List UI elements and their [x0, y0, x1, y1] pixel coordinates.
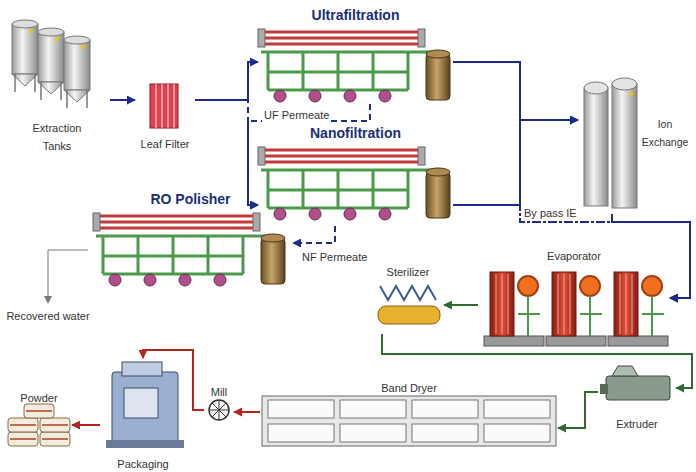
flow-line	[195, 62, 258, 100]
equipment-label: Leaf Filter	[141, 138, 190, 150]
output-label-text: Recovered water	[6, 310, 89, 322]
flow-line	[453, 62, 690, 298]
sterilizer: Sterilizer	[372, 262, 444, 334]
text-slot: Extraction Tanks	[17, 118, 97, 154]
text-slot: Powder	[6, 388, 72, 406]
ion-exchange-column: Ion Exchange	[578, 78, 692, 214]
flow-line	[382, 334, 692, 388]
stream-label-text: UF Permeate	[264, 109, 329, 121]
equipment-label: Mill	[211, 386, 228, 398]
text-slot: Sterilizer	[372, 262, 444, 280]
equipment-label: Ion Exchange	[642, 118, 689, 148]
powder-bags: Powder	[6, 388, 72, 450]
flow-line	[612, 214, 690, 298]
equipment-label: Evaporator	[547, 250, 601, 262]
unit-heading: Ultrafiltration	[312, 7, 400, 23]
text-slot: Packaging	[100, 454, 186, 472]
equipment-label: Extraction Tanks	[33, 122, 82, 152]
stream-label: NF Permeate	[300, 247, 369, 265]
flow-line	[143, 350, 204, 410]
text-slot: Evaporator	[478, 246, 670, 264]
flow-line	[453, 205, 690, 298]
stream-label: UF Permeate	[262, 105, 331, 123]
tank-group: Extraction Tanks	[5, 8, 110, 148]
equipment-label: Sterilizer	[387, 266, 430, 278]
text-slot: RO Polisher	[88, 190, 293, 208]
equipment-label: Packaging	[117, 458, 168, 470]
equipment-label: Extruder	[616, 418, 658, 430]
packaging-machine: Packaging	[100, 358, 186, 470]
flow-line	[453, 120, 578, 205]
flow-line	[248, 104, 370, 205]
text-slot: Nanofiltration	[258, 124, 453, 142]
extruder: Extruder	[598, 366, 676, 430]
flow-line	[444, 304, 478, 306]
text-slot: Band Dryer	[260, 378, 558, 396]
stream-label: By pass IE	[522, 203, 579, 221]
membrane-unit: Ultrafiltration	[258, 6, 453, 104]
membrane-unit: Nanofiltration	[258, 124, 453, 226]
evaporator: Evaporator	[478, 246, 670, 350]
text-slot: Extruder	[598, 414, 676, 432]
text-slot: Mill	[204, 382, 234, 400]
flow-line	[234, 411, 260, 413]
flow-line	[453, 62, 578, 120]
flow-line	[72, 424, 100, 426]
flow-line	[558, 392, 598, 428]
text-slot: Ultrafiltration	[258, 6, 453, 24]
text-slot: Leaf Filter	[135, 134, 195, 152]
output-label: Recovered water	[4, 306, 92, 324]
band-dryer: Band Dryer	[260, 378, 558, 448]
text-slot: Ion Exchange	[640, 114, 690, 150]
stream-label-text: NF Permeate	[302, 251, 367, 263]
equipment-label: Powder	[20, 392, 57, 404]
leaf-filter: Leaf Filter	[135, 80, 195, 150]
equipment-label: Band Dryer	[381, 382, 437, 394]
unit-heading: Nanofiltration	[310, 125, 401, 141]
membrane-unit: RO Polisher	[88, 190, 293, 282]
mill: Mill	[204, 382, 234, 422]
flow-line	[293, 226, 335, 243]
stream-label-text: By pass IE	[524, 207, 577, 219]
flow-line	[110, 99, 135, 101]
unit-heading: RO Polisher	[150, 191, 230, 207]
